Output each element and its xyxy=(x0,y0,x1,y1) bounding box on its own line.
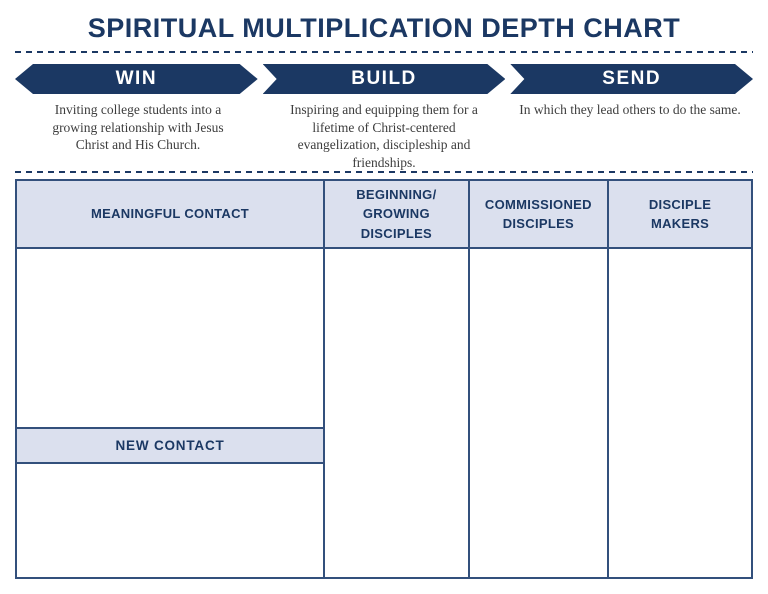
new-contact-label: NEW CONTACT xyxy=(115,438,225,454)
column-header-disciple-makers: DISCIPLE MAKERS xyxy=(609,181,751,250)
column-header-commissioned-disciples-label: COMMISSIONED DISCIPLES xyxy=(484,196,592,232)
new-contact-band: NEW CONTACT xyxy=(17,427,324,465)
cell-meaningful-contact-lower xyxy=(17,464,324,578)
column-header-meaningful-contact-label: MEANINGFUL CONTACT xyxy=(91,206,250,222)
stage-description-send-text: In which they lead others to do the same… xyxy=(519,102,741,118)
column-header-beginning-growing-disciples: BEGINNING/ GROWING DISCIPLES xyxy=(325,181,468,250)
stage-arrow-send: SEND xyxy=(510,64,753,94)
stage-description-build: Inspiring and equipping them for a lifet… xyxy=(261,101,507,171)
column-disciple-makers: DISCIPLE MAKERS xyxy=(607,181,751,578)
cell-disciple-makers xyxy=(609,249,751,578)
column-header-commissioned-disciples: COMMISSIONED DISCIPLES xyxy=(469,181,608,250)
cell-beginning-growing-disciples xyxy=(325,249,468,578)
column-beginning-growing-disciples: BEGINNING/ GROWING DISCIPLES xyxy=(323,181,468,578)
dashed-divider-top xyxy=(15,51,753,54)
stage-description-win: Inviting college students into a growing… xyxy=(15,101,261,171)
column-header-meaningful-contact: MEANINGFUL CONTACT xyxy=(17,181,324,250)
column-header-beginning-growing-disciples-label: BEGINNING/ GROWING DISCIPLES xyxy=(356,186,437,241)
column-meaningful-contact: MEANINGFUL CONTACT NEW CONTACT xyxy=(17,181,324,578)
cell-commissioned-disciples xyxy=(469,249,608,578)
column-header-disciple-makers-label: DISCIPLE MAKERS xyxy=(648,196,712,232)
dashed-divider-middle xyxy=(15,171,753,174)
stage-arrow-send-label: SEND xyxy=(602,68,662,90)
stage-arrow-build: BUILD xyxy=(263,64,506,94)
stage-descriptions: Inviting college students into a growing… xyxy=(15,101,753,171)
cell-meaningful-contact-upper xyxy=(17,249,324,428)
stage-description-build-text: Inspiring and equipping them for a lifet… xyxy=(290,102,478,170)
stage-arrow-win-label: WIN xyxy=(115,68,158,90)
depth-chart-table: MEANINGFUL CONTACT NEW CONTACT BEGINNING… xyxy=(15,179,753,580)
stage-description-win-text: Inviting college students into a growing… xyxy=(52,102,224,153)
stage-arrow-win: WIN xyxy=(15,64,258,94)
column-commissioned-disciples: COMMISSIONED DISCIPLES xyxy=(467,181,608,578)
stage-description-send: In which they lead others to do the same… xyxy=(507,101,753,171)
page-title: SPIRITUAL MULTIPLICATION DEPTH CHART xyxy=(87,13,681,43)
stage-arrows: WIN BUILD SEND xyxy=(15,64,753,94)
stage-arrow-build-label: BUILD xyxy=(351,68,417,90)
